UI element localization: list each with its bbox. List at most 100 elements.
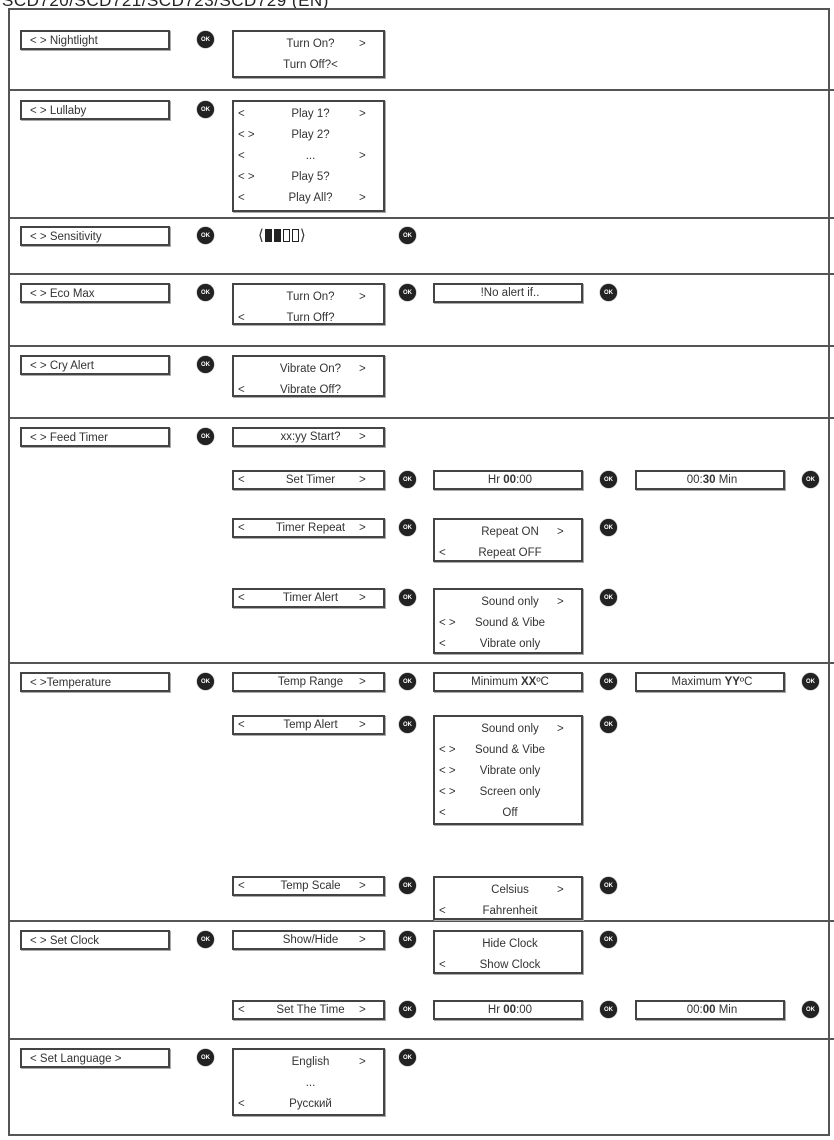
right-arrow: >: [359, 522, 366, 534]
right-arrow: >: [359, 1055, 366, 1068]
screen-option[interactable]: Vibrate On?>: [238, 358, 379, 379]
option-text: Screen only: [463, 786, 557, 798]
screen-option[interactable]: <Temp Scale>: [238, 878, 379, 894]
screen-option[interactable]: <Show Clock: [439, 954, 577, 975]
screen-option[interactable]: Hr 00:00: [439, 472, 577, 488]
screen-option[interactable]: < >Sound & Vibe: [439, 612, 577, 633]
screen-option[interactable]: Hr 00:00: [439, 1002, 577, 1018]
option-label: Sound only: [481, 595, 539, 608]
screen-option[interactable]: <...>: [238, 145, 379, 166]
screen-option[interactable]: <Set The Time>: [238, 1002, 379, 1018]
screen-option[interactable]: < >Sound & Vibe: [439, 739, 577, 760]
screen-option[interactable]: Turn Off?<: [238, 54, 379, 75]
screen-option[interactable]: !No alert if..: [439, 285, 577, 301]
option-text: Temp Range: [262, 676, 359, 688]
screen-option[interactable]: ...: [238, 1072, 379, 1093]
option-label: Turn On?: [286, 37, 335, 50]
menu-item-label[interactable]: < > Feed Timer: [20, 427, 170, 447]
option-text: Timer Repeat: [262, 522, 359, 534]
menu-screen: <Temp Scale>: [232, 876, 385, 896]
option-text: ...: [262, 150, 359, 162]
option-suffix: ºC: [536, 676, 549, 688]
option-label: Fahrenheit: [482, 904, 538, 917]
option-text: Repeat ON: [463, 526, 557, 538]
option-suffix: :00: [516, 474, 533, 486]
screen-option[interactable]: Turn On?>: [238, 33, 379, 54]
menu-item-label[interactable]: < > Sensitivity: [20, 226, 170, 246]
menu-item-label[interactable]: < > Lullaby: [20, 100, 170, 120]
option-label: Temp Range: [277, 676, 344, 688]
right-arrow: >: [557, 722, 564, 735]
screen-option[interactable]: Hide Clock: [439, 933, 577, 954]
menu-screen: Show/Hide>: [232, 930, 385, 950]
right-arrow: >: [359, 719, 366, 731]
menu-item-label[interactable]: < >Temperature: [20, 672, 170, 692]
screen-option[interactable]: < Temp Alert>: [238, 717, 379, 733]
screen-option[interactable]: <Vibrate Off?: [238, 379, 379, 400]
option-value: 00: [702, 1004, 716, 1016]
option-text: Temp Alert: [262, 719, 359, 731]
screen-option[interactable]: <Turn Off?: [238, 307, 379, 328]
screen-option[interactable]: Turn On?>: [238, 286, 379, 307]
option-text: Sound & Vibe: [463, 744, 557, 756]
menu-screen: 00:30 Min: [635, 470, 785, 490]
screen-option[interactable]: <Timer Repeat>: [238, 520, 379, 536]
screen-option[interactable]: <Off: [439, 802, 577, 823]
screen-option[interactable]: 00:00 Min: [641, 1002, 779, 1018]
option-text: Vibrate only: [463, 765, 557, 777]
screen-option[interactable]: Sound only>: [439, 591, 577, 612]
screen-option[interactable]: <Vibrate only: [439, 633, 577, 654]
screen-option[interactable]: Show/Hide>: [238, 932, 379, 948]
option-text: Sound only: [463, 596, 557, 608]
screen-option[interactable]: <Fahrenheit: [439, 900, 577, 921]
screen-option[interactable]: Minimum XXºC: [439, 674, 577, 690]
screen-option[interactable]: Repeat ON>: [439, 521, 577, 542]
ok-button-icon: OK: [600, 673, 617, 690]
left-arrow: <: [238, 383, 245, 396]
menu-screen: Turn On?>Turn Off?<: [232, 30, 385, 78]
menu-screen: Temp Range>: [232, 672, 385, 692]
option-label: Repeat ON: [481, 525, 539, 538]
screen-option[interactable]: Sound only>: [439, 718, 577, 739]
option-label: Timer Repeat: [275, 522, 346, 534]
screen-option[interactable]: < >Screen only: [439, 781, 577, 802]
screen-option[interactable]: Temp Range>: [238, 674, 379, 690]
right-arrow: >: [359, 290, 366, 303]
left-arrow: <: [238, 719, 245, 731]
menu-item-label[interactable]: < > Eco Max: [20, 283, 170, 303]
section-divider: [8, 217, 834, 219]
menu-item-label[interactable]: < > Nightlight: [20, 30, 170, 50]
screen-option[interactable]: <Play 1?>: [238, 103, 379, 124]
screen-option[interactable]: < Repeat OFF: [439, 542, 577, 563]
sensitivity-bar: [264, 228, 272, 242]
option-value: XX: [520, 676, 537, 688]
menu-item-label[interactable]: < > Cry Alert: [20, 355, 170, 375]
option-label: Repeat OFF: [478, 546, 542, 559]
screen-option[interactable]: Celsius>: [439, 879, 577, 900]
option-text: Play 1?: [262, 108, 359, 120]
screen-option[interactable]: 00:30 Min: [641, 472, 779, 488]
menu-diagram-frame: [8, 8, 830, 1136]
left-arrow: <: [439, 546, 446, 559]
option-text: 00:30 Min: [665, 474, 759, 486]
screen-option[interactable]: <Play All?>: [238, 187, 379, 208]
screen-option[interactable]: English>: [238, 1051, 379, 1072]
screen-option[interactable]: <Set Timer>: [238, 472, 379, 488]
menu-screen: <Play 1?>< >Play 2?<...>< >Play 5?<Play …: [232, 100, 385, 212]
screen-option[interactable]: < >Vibrate only: [439, 760, 577, 781]
menu-item-label[interactable]: < Set Language >: [20, 1048, 170, 1068]
screen-option[interactable]: <Timer Alert>: [238, 590, 379, 606]
screen-option[interactable]: xx:yy Start?>: [238, 429, 379, 445]
option-text: Sound only: [463, 723, 557, 735]
ok-button-icon: OK: [600, 589, 617, 606]
option-text: xx:yy Start?: [262, 431, 359, 443]
screen-option[interactable]: Maximum YYºC: [641, 674, 779, 690]
sensitivity-level-indicator[interactable]: ⟨⟩: [258, 226, 306, 244]
menu-screen: Repeat ON> < Repeat OFF: [433, 518, 583, 562]
screen-option[interactable]: <Русский: [238, 1093, 379, 1114]
screen-option[interactable]: < >Play 2?: [238, 124, 379, 145]
left-arrow: <: [238, 1004, 245, 1016]
menu-item-label[interactable]: < > Set Clock: [20, 930, 170, 950]
option-text: Show Clock: [463, 959, 557, 971]
screen-option[interactable]: < >Play 5?: [238, 166, 379, 187]
